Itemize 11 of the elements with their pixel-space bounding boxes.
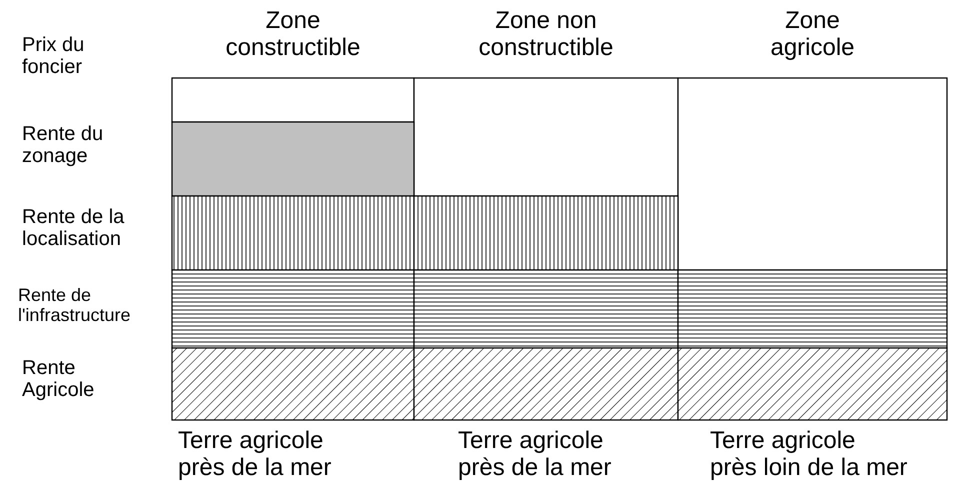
row-label: Rente du zonage (22, 123, 104, 168)
row-label: Rente Agricole (22, 357, 96, 402)
row-label: Rente de la localisation (22, 206, 126, 251)
column-heading: Zone agricole (769, 8, 856, 62)
column-footer: Terre agricole près de la mer (178, 428, 414, 482)
column-footer: Terre agricole près loin de la mer (710, 428, 965, 482)
row-label: Rente de l'infrastructure (18, 285, 132, 326)
axis-label: Prix du foncier (22, 34, 86, 79)
column-heading: Zone constructible (224, 8, 362, 62)
column-heading: Zone non constructible (478, 8, 614, 62)
column-footer: Terre agricole près de la mer (458, 428, 678, 482)
